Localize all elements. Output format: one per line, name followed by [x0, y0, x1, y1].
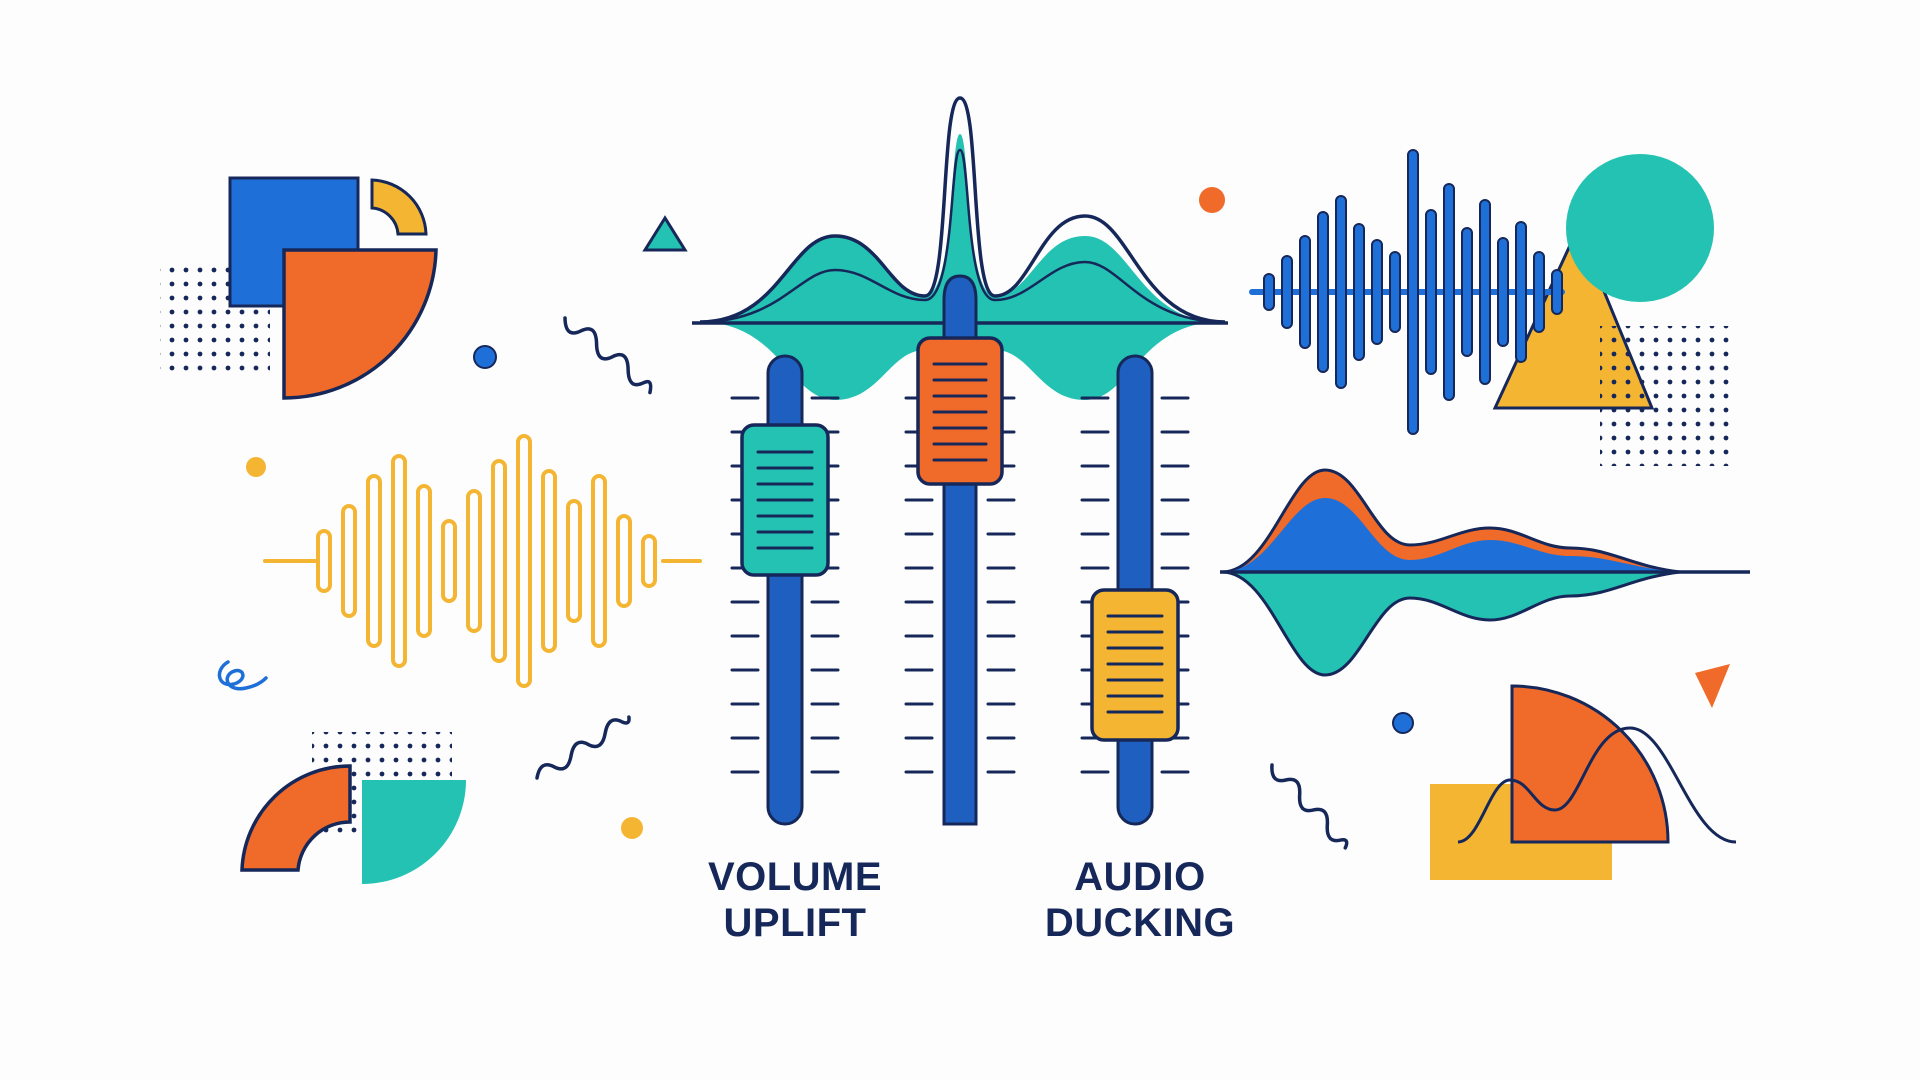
orange-quarter-circle-shape — [282, 248, 438, 400]
bottom-right-shapes — [1430, 684, 1737, 880]
yellow-waveform-icon — [263, 434, 702, 688]
sine-curve-icon — [1457, 726, 1737, 844]
knob-grip-icon — [932, 362, 988, 462]
squiggle-icon — [535, 715, 631, 780]
squiggle-icon — [1270, 763, 1349, 850]
knob-grip-icon — [756, 450, 814, 550]
top-left-shapes — [160, 176, 438, 400]
layered-waveform-icon — [1220, 468, 1750, 677]
circle-icon — [1199, 187, 1225, 213]
teal-quarter-circle-shape — [362, 780, 466, 884]
circle-icon — [473, 345, 497, 369]
audio-ducking-fader[interactable] — [1090, 354, 1180, 826]
label-line: UPLIFT — [723, 901, 867, 945]
center-fader[interactable] — [916, 274, 1004, 826]
label-line: VOLUME — [707, 855, 883, 899]
circle-icon — [1392, 712, 1414, 734]
yellow-arc-shape — [370, 178, 428, 236]
triangle-icon — [1695, 664, 1730, 708]
squiggle-icon — [563, 316, 653, 395]
label-line: DUCKING — [1044, 901, 1236, 945]
volume-uplift-fader[interactable] — [740, 354, 830, 826]
knob-grip-icon — [1106, 614, 1164, 714]
circle-icon — [246, 457, 266, 477]
triangle-icon — [642, 215, 688, 252]
audio-ducking-label: AUDIO DUCKING — [1020, 854, 1260, 946]
label-line: AUDIO — [1074, 855, 1206, 899]
orange-arc-shape — [240, 764, 352, 872]
teal-circle-shape — [1566, 154, 1714, 302]
dot-grid-icon — [1600, 326, 1736, 466]
volume-uplift-label: VOLUME UPLIFT — [680, 854, 910, 946]
bottom-left-shapes — [240, 732, 466, 884]
top-right-shapes — [1492, 154, 1736, 466]
circle-icon — [621, 817, 643, 839]
curl-icon — [217, 660, 268, 691]
blue-waveform-icon — [1249, 149, 1565, 435]
